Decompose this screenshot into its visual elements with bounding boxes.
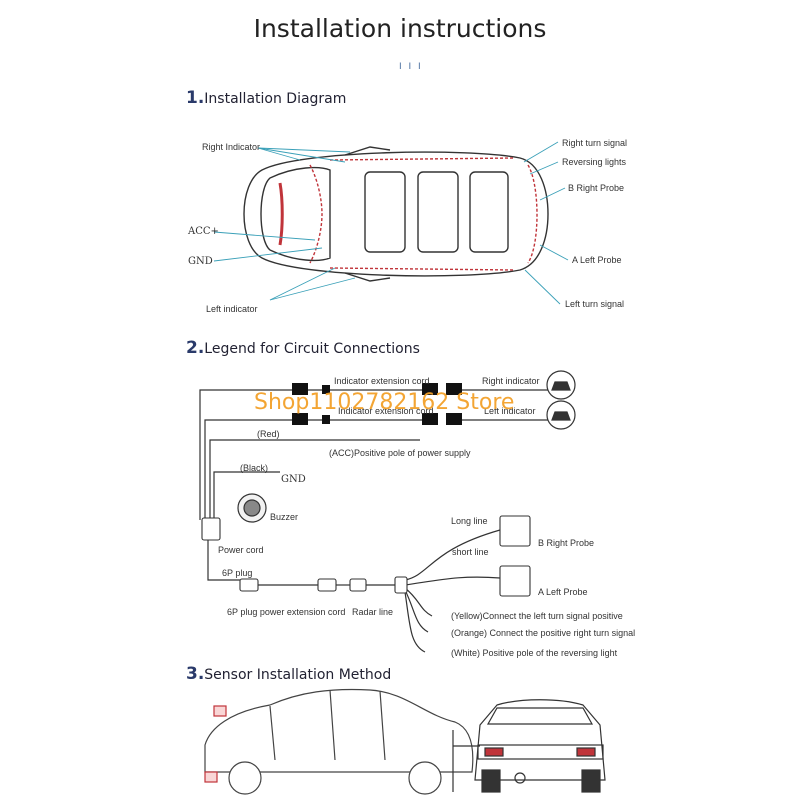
section-1-header: 1.Installation Diagram [186, 88, 346, 108]
indicator-lamp-icons [546, 370, 576, 430]
title-marks: I I I [399, 62, 423, 72]
label-left-indicator-2: Left indicator [484, 406, 536, 416]
car-side-view [204, 688, 474, 795]
wiring-diagram [199, 389, 548, 653]
buzzer-icon [237, 493, 267, 523]
label-6p-plug-ext: 6P plug power extension cord [227, 607, 346, 617]
section-3-header: 3.Sensor Installation Method [186, 664, 391, 684]
page-title: Installation instructions [253, 14, 547, 43]
label-power-cord: Power cord [218, 545, 264, 555]
label-black: (Black) [240, 463, 269, 473]
car-top-view [243, 146, 549, 282]
section-1-label: Installation Diagram [204, 91, 347, 107]
label-radar-line: Radar line [352, 607, 394, 617]
label-gnd-2: GND [281, 474, 306, 485]
label-short-line: short line [452, 547, 489, 557]
label-reversing-lights: Reversing lights [562, 157, 627, 167]
label-b-right-probe: B Right Probe [568, 183, 625, 193]
label-b-right-probe-2: B Right Probe [538, 538, 595, 548]
label-yellow-wire: (Yellow)Connect the left turn signal pos… [451, 611, 623, 621]
label-orange-wire: (Orange) Connect the positive right turn… [451, 628, 636, 638]
label-indicator-ext-top: Indicator extension cord [334, 376, 430, 386]
label-right-indicator-2: Right indicator [482, 376, 540, 386]
car-rear-view [452, 699, 606, 793]
label-left-indicator: Left indicator [206, 304, 258, 314]
label-a-left-probe: A Left Probe [572, 255, 622, 265]
store-watermark: Shop1102782162 Store [254, 390, 515, 415]
label-long-line: Long line [451, 516, 488, 526]
label-buzzer: Buzzer [270, 512, 299, 522]
section-3-number: 3. [186, 664, 205, 684]
wiring-connectors [292, 383, 462, 425]
pointer-lines-1 [213, 141, 569, 305]
label-white-wire: (White) Positive pole of the reversing l… [451, 648, 618, 658]
section-2-label: Legend for Circuit Connections [204, 341, 420, 357]
section-3-label: Sensor Installation Method [204, 667, 392, 683]
label-right-indicator: Right Indicator [202, 142, 261, 152]
label-gnd: GND [188, 256, 213, 267]
label-right-turn-signal: Right turn signal [562, 138, 628, 148]
wiring-plugs [201, 515, 531, 597]
label-left-turn-signal: Left turn signal [565, 299, 625, 309]
label-indicator-ext-bottom: Indicator extension cord [338, 406, 434, 416]
label-red: (Red) [257, 429, 280, 439]
section-2-number: 2. [186, 338, 205, 358]
label-acc-positive: (ACC)Positive pole of power supply [329, 448, 471, 458]
section-2-header: 2.Legend for Circuit Connections [186, 338, 420, 358]
section-1-number: 1. [186, 88, 205, 108]
label-acc: ACC+ [188, 226, 219, 237]
label-6p-plug: 6P plug [222, 568, 253, 578]
label-a-left-probe-2: A Left Probe [538, 587, 588, 597]
